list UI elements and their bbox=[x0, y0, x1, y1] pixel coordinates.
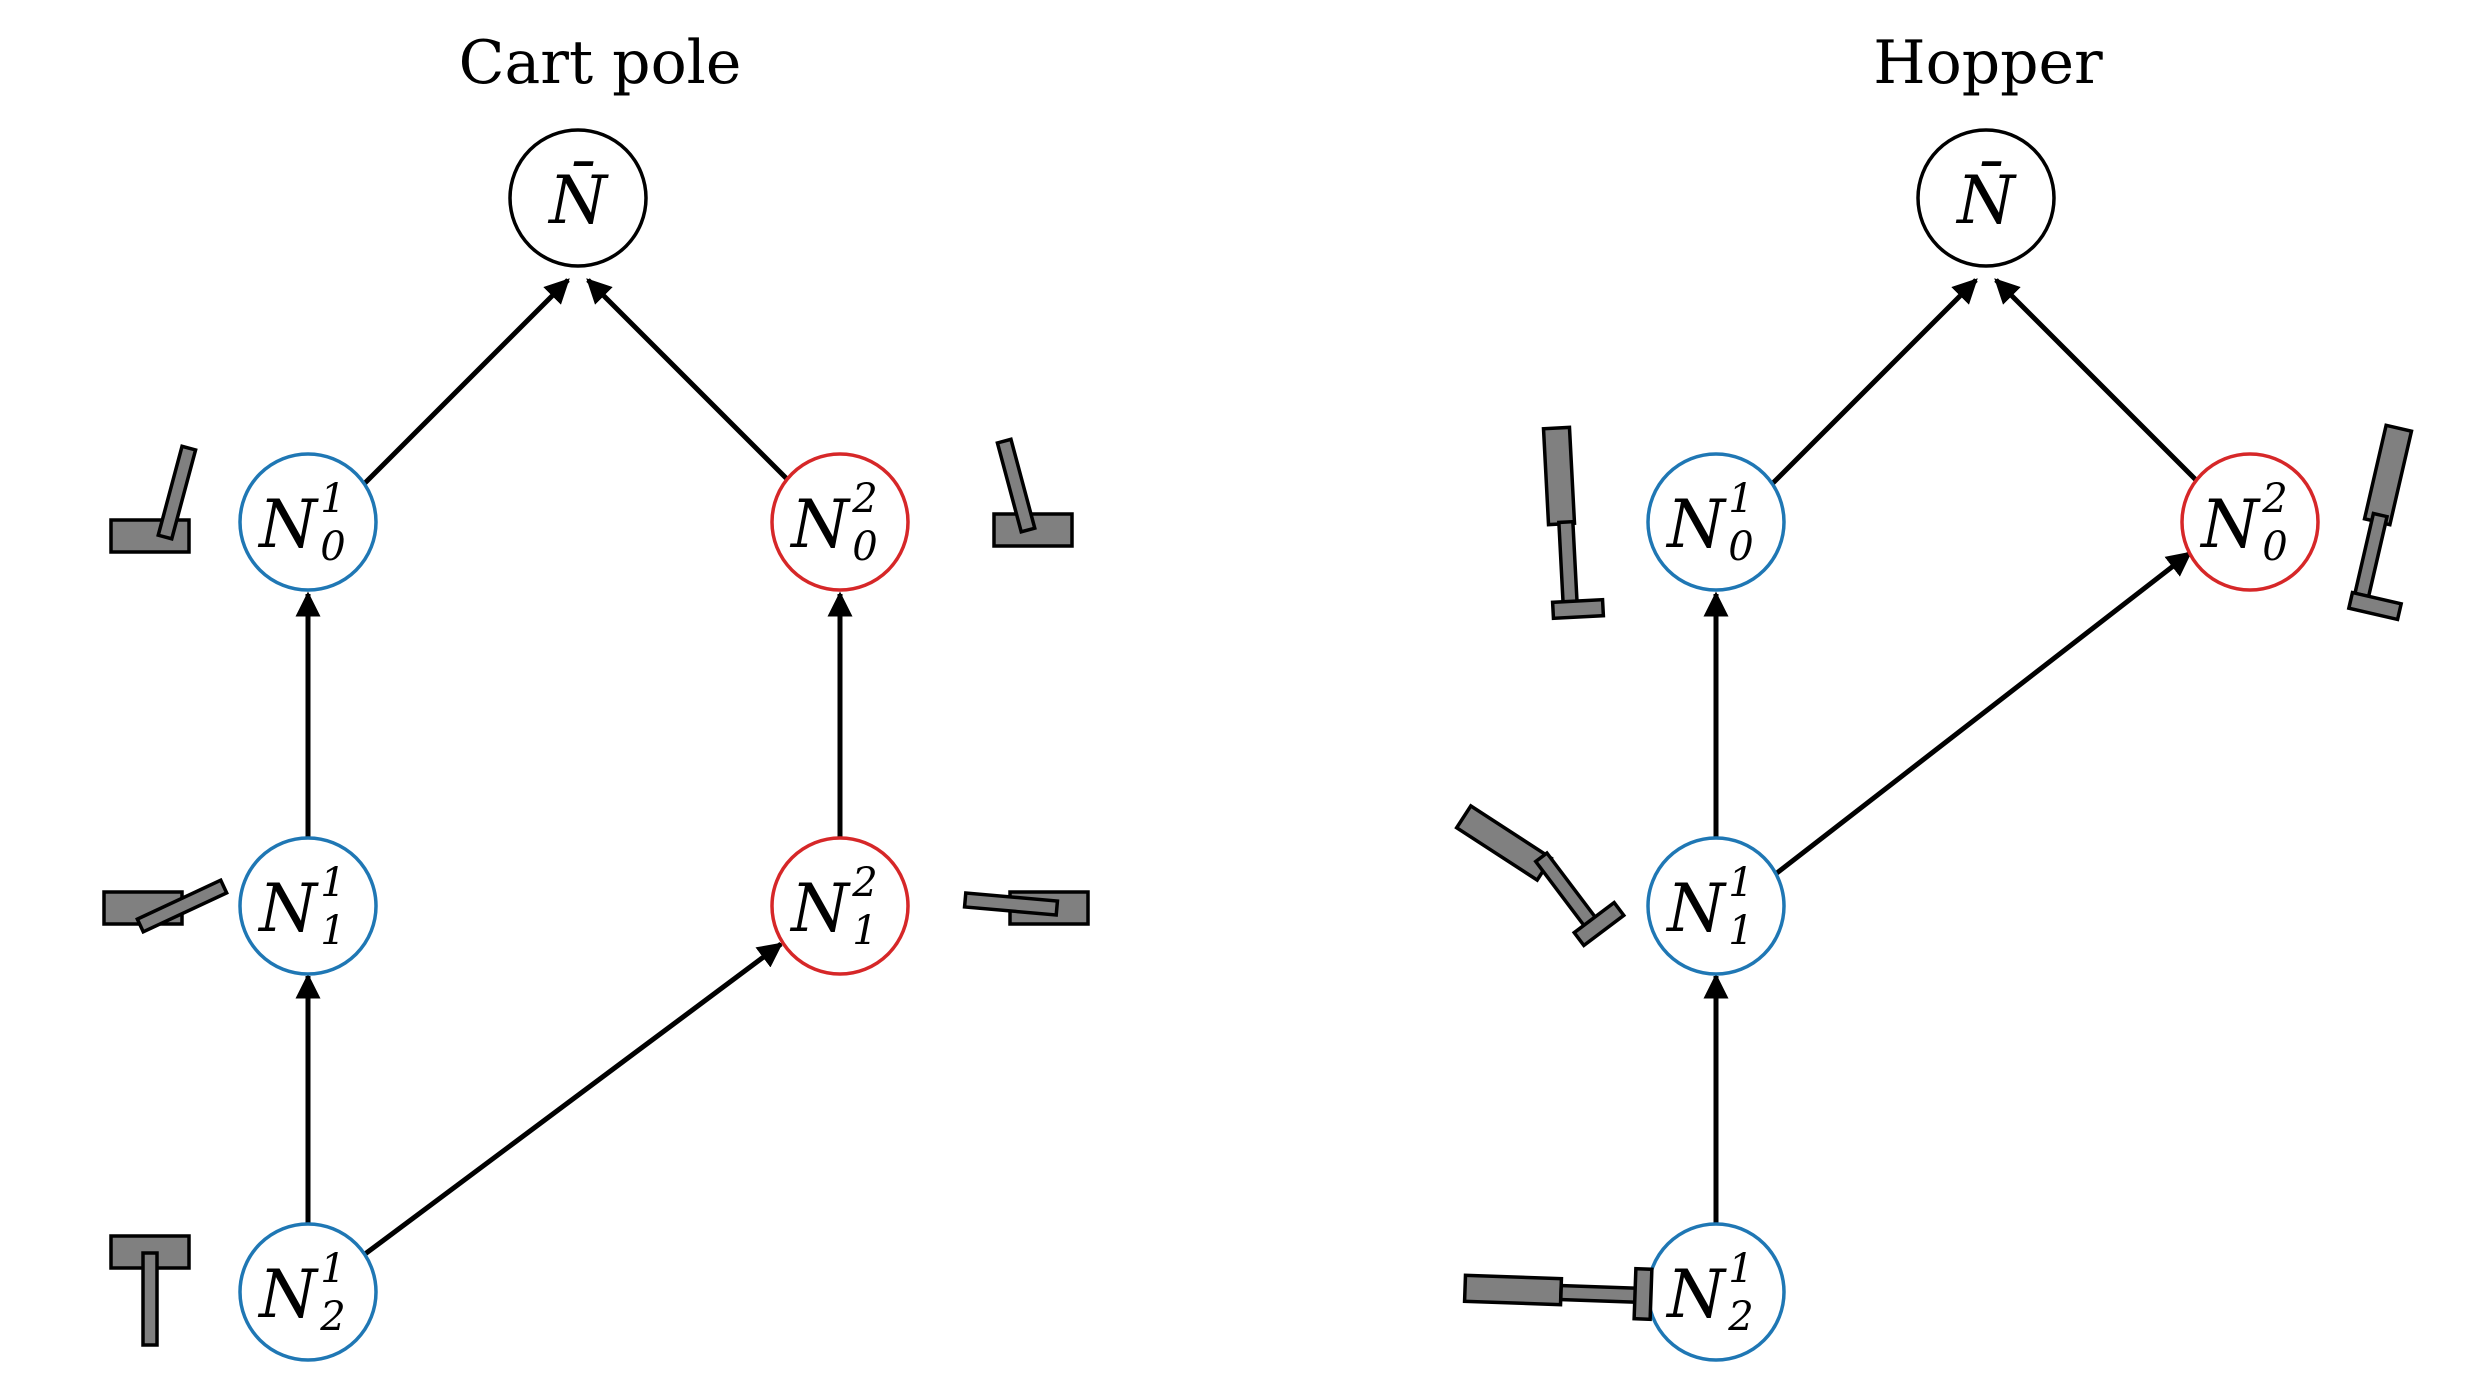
edge-n0_1-to-root bbox=[363, 278, 570, 485]
hopper-icon bbox=[1541, 425, 1606, 621]
node-superscript: 1 bbox=[320, 860, 345, 906]
node-symbol: N bbox=[1665, 1256, 1727, 1333]
node-symbol: N̄ bbox=[547, 162, 609, 239]
node-symbol: N bbox=[1665, 486, 1727, 563]
cartpole-icon bbox=[962, 890, 1090, 926]
node-superscript: 1 bbox=[1728, 1246, 1753, 1292]
node-n2-1: N 1 2 bbox=[1646, 1222, 1786, 1362]
node-n0-1: N 1 0 bbox=[1646, 452, 1786, 592]
edge-n0_2-to-root bbox=[586, 278, 793, 485]
panel-title: Cart pole bbox=[459, 28, 742, 98]
node-superscript: 2 bbox=[2261, 476, 2287, 522]
cartpole-icon bbox=[109, 1234, 191, 1347]
hopper-icon bbox=[2346, 423, 2414, 622]
node-n2-1: N 1 2 bbox=[238, 1222, 378, 1362]
node-subscript: 0 bbox=[2262, 524, 2287, 570]
edge-n0_2-to-root bbox=[1994, 278, 2201, 485]
node-superscript: 2 bbox=[851, 476, 877, 522]
node-n0-2: N 2 0 bbox=[2180, 452, 2320, 592]
node-superscript: 1 bbox=[1728, 476, 1753, 522]
node-symbol: N bbox=[789, 870, 851, 947]
node-subscript: 1 bbox=[852, 908, 877, 954]
node-subscript: 1 bbox=[1728, 908, 1753, 954]
node-superscript: 1 bbox=[1728, 860, 1753, 906]
node-subscript: 2 bbox=[319, 1294, 345, 1340]
node-n0-2: N 2 0 bbox=[770, 452, 910, 592]
edge-n2_1-to-n1_2 bbox=[363, 941, 784, 1257]
node-symbol: N bbox=[2199, 486, 2261, 563]
hopper-icon bbox=[1454, 803, 1627, 948]
node-subscript: 0 bbox=[1728, 524, 1753, 570]
node-symbol: N bbox=[257, 1256, 319, 1333]
node-n0-1: N 1 0 bbox=[238, 452, 378, 592]
panel-hopper: Hopper N̄ N 1 0 N 2 0 N 1 bbox=[1454, 28, 2414, 1362]
hopper-icon bbox=[1462, 1266, 1654, 1322]
node-n1-2: N 2 1 bbox=[770, 836, 910, 976]
node-n1-1: N 1 1 bbox=[1646, 836, 1786, 976]
node-superscript: 1 bbox=[320, 1246, 345, 1292]
node-subscript: 2 bbox=[1727, 1294, 1753, 1340]
cartpole-icon bbox=[109, 444, 198, 554]
edge-n0_1-to-root bbox=[1771, 278, 1978, 485]
node-subscript: 0 bbox=[320, 524, 345, 570]
panel-cart-pole: Cart pole N̄ N 1 0 N 2 0 N bbox=[102, 28, 1090, 1362]
node-subscript: 0 bbox=[852, 524, 877, 570]
node-n1-1: N 1 1 bbox=[238, 836, 378, 976]
node-symbol: N bbox=[257, 870, 319, 947]
node-subscript: 1 bbox=[320, 908, 345, 954]
node-symbol: N bbox=[1665, 870, 1727, 947]
node-superscript: 1 bbox=[320, 476, 345, 522]
node-symbol: N bbox=[257, 486, 319, 563]
node-superscript: 2 bbox=[851, 860, 877, 906]
node-symbol: N bbox=[789, 486, 851, 563]
cartpole-icon bbox=[102, 877, 229, 935]
node-root: N̄ bbox=[1916, 128, 2056, 268]
node-symbol: N̄ bbox=[1955, 162, 2017, 239]
edge-n1_1-to-n0_2 bbox=[1771, 551, 2192, 878]
node-root: N̄ bbox=[508, 128, 648, 268]
cartpole-icon bbox=[992, 437, 1074, 548]
panel-title: Hopper bbox=[1873, 28, 2103, 98]
